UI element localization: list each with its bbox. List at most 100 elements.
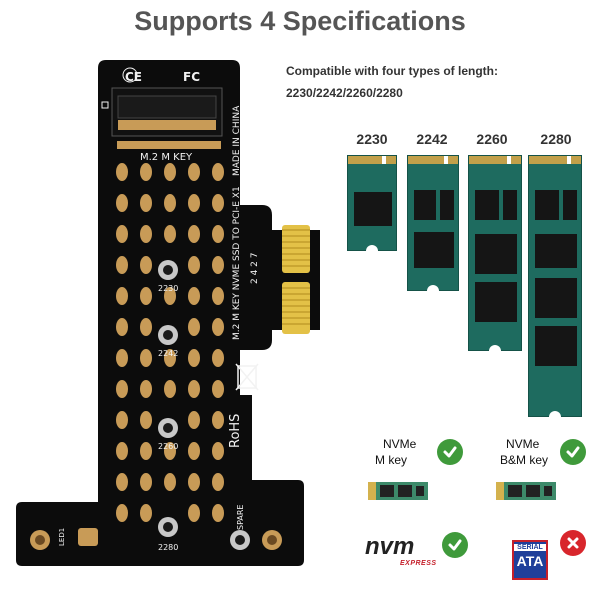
- solder-pad: [212, 194, 224, 212]
- compat-line-1: Compatible with four types of length:: [286, 64, 498, 78]
- m2-slot-connector: [111, 87, 223, 149]
- m-key-check-icon: [437, 439, 463, 465]
- led-label: LED1: [58, 527, 66, 546]
- solder-pad: [116, 380, 128, 398]
- solder-pad: [140, 442, 152, 460]
- solder-pad: [140, 287, 152, 305]
- solder-pad: [116, 163, 128, 181]
- solder-pad: [116, 287, 128, 305]
- solder-pad: [212, 318, 224, 336]
- solder-pad: [188, 442, 200, 460]
- solder-pad: [140, 256, 152, 274]
- solder-pad: [140, 318, 152, 336]
- solder-pad: [116, 256, 128, 274]
- made-in-label: MADE IN CHINA: [232, 105, 242, 176]
- solder-pad: [140, 380, 152, 398]
- solder-pad: [164, 349, 176, 367]
- slot-label-2280: 2280: [158, 543, 179, 552]
- bm-key-line-1: NVMe: [506, 437, 540, 451]
- solder-pad: [164, 225, 176, 243]
- solder-pad: [212, 349, 224, 367]
- solder-pad: [116, 473, 128, 491]
- ssd-card-2260: [468, 155, 522, 351]
- solder-pad: [164, 442, 176, 460]
- solder-pad: [188, 411, 200, 429]
- rohs-label: RoHS: [228, 413, 243, 448]
- ce-mark: CE: [125, 70, 143, 84]
- nvm-express-sub: EXPRESS: [400, 560, 437, 567]
- solder-pad: [188, 256, 200, 274]
- ssd-card-2230: [347, 155, 397, 251]
- m-key-line-1: NVMe: [383, 437, 417, 451]
- ssd-size-label-2280: 2280: [540, 131, 572, 147]
- ssd-size-label-2230: 2230: [356, 131, 388, 147]
- solder-pad: [212, 287, 224, 305]
- sata-logo: SERIAL ATA: [512, 540, 548, 580]
- solder-pad: [188, 318, 200, 336]
- solder-pad: [188, 287, 200, 305]
- nvm-express-logo: nvm: [365, 533, 415, 560]
- bm-key-line-2: B&M key: [500, 453, 549, 467]
- solder-pad: [212, 473, 224, 491]
- solder-pad: [188, 349, 200, 367]
- m-key-line-2: M key: [375, 453, 408, 467]
- compat-line-2: 2230/2242/2260/2280: [286, 86, 403, 100]
- sata-logo-line-1: SERIAL: [514, 544, 546, 551]
- solder-pad: [116, 318, 128, 336]
- solder-pad: [164, 287, 176, 305]
- ssd-card-2242: [407, 155, 459, 291]
- solder-pad: [140, 163, 152, 181]
- solder-pad: [188, 473, 200, 491]
- ssd-size-label-2242: 2242: [416, 131, 448, 147]
- solder-pad: [116, 411, 128, 429]
- solder-pad: [116, 194, 128, 212]
- pcie-gold-fingers: [282, 225, 310, 334]
- solder-pad: [116, 504, 128, 522]
- bm-key-ssd-icon: [496, 482, 556, 500]
- solder-pad: [212, 225, 224, 243]
- key-label: M.2 M KEY: [140, 152, 193, 163]
- slot-label-2242: 2242: [158, 349, 179, 358]
- sata-logo-line-2: ATA: [516, 553, 544, 569]
- nvm-express-check-icon: [442, 532, 468, 558]
- solder-pad: [140, 194, 152, 212]
- solder-pad: [212, 163, 224, 181]
- solder-pad: [164, 473, 176, 491]
- solder-pad: [188, 504, 200, 522]
- solder-pad: [116, 442, 128, 460]
- slot-label-2230: 2230: [158, 284, 179, 293]
- solder-pad: [140, 411, 152, 429]
- solder-pad: [164, 163, 176, 181]
- solder-pad: [140, 504, 152, 522]
- ssd-size-label-2260: 2260: [476, 131, 508, 147]
- sata-cross-icon: [560, 530, 586, 556]
- solder-pad: [116, 225, 128, 243]
- page-title: Supports 4 Specifications: [134, 6, 466, 36]
- solder-pad: [116, 349, 128, 367]
- solder-pad: [212, 380, 224, 398]
- solder-pad: [140, 349, 152, 367]
- weee-bin-icon: [235, 363, 259, 391]
- solder-pad: [212, 256, 224, 274]
- solder-pad: [188, 163, 200, 181]
- solder-pad: [140, 225, 152, 243]
- solder-pad: [212, 411, 224, 429]
- adapter-board: CE FC M.2 M KEY MADE IN CHINA M.2 M KEY …: [16, 60, 320, 566]
- led-pad: [78, 528, 98, 546]
- solder-pad: [164, 380, 176, 398]
- adapter-board-graphic: [16, 60, 320, 566]
- solder-pad: [140, 473, 152, 491]
- solder-pad: [164, 194, 176, 212]
- ssd-card-2280: [528, 155, 582, 417]
- bm-key-check-icon: [560, 439, 586, 465]
- slot-label-2260: 2260: [158, 442, 179, 451]
- solder-pad: [188, 194, 200, 212]
- pad-grid: [116, 163, 224, 522]
- board-code: 2 4 2 7: [250, 252, 260, 285]
- pcb-outline: [16, 60, 320, 566]
- spare-label: SPARE: [236, 504, 245, 530]
- product-line-label: M.2 M KEY NVME SSD TO PCI-E X1: [232, 186, 242, 340]
- solder-pad: [212, 442, 224, 460]
- solder-pad: [212, 504, 224, 522]
- solder-pad: [188, 380, 200, 398]
